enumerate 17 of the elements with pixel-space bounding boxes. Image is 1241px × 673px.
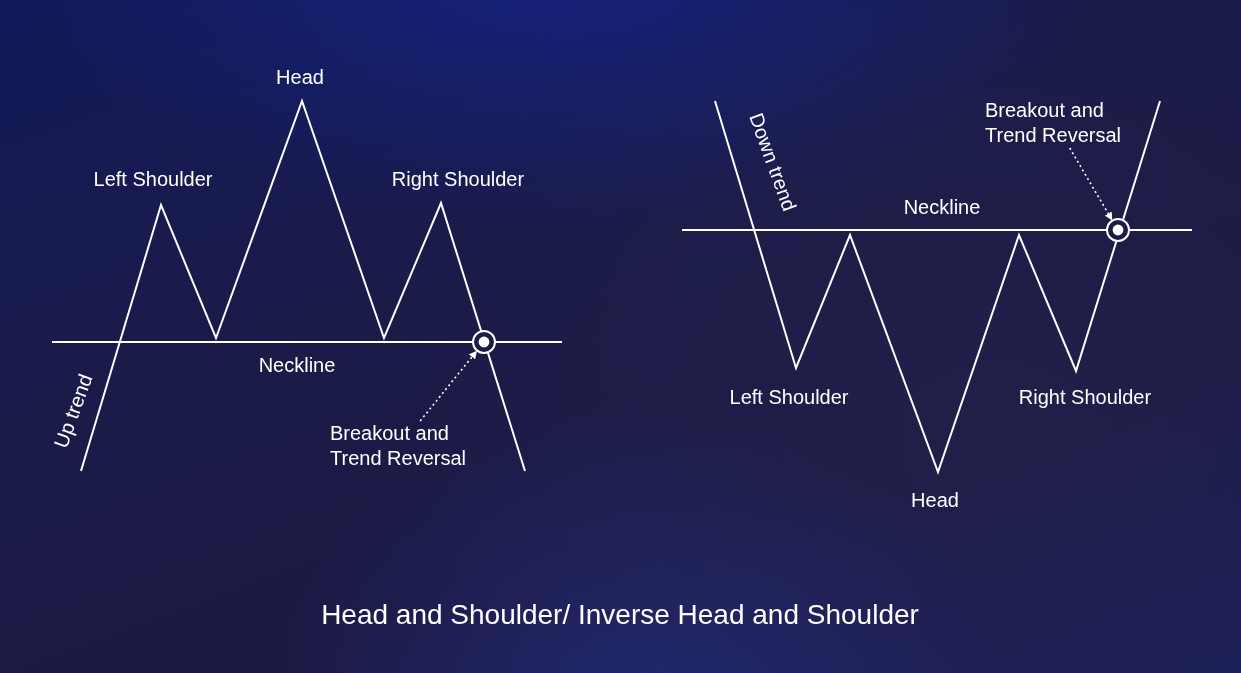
head-label: Head xyxy=(911,488,959,512)
shoulder-label: Right Shoulder xyxy=(391,167,525,191)
shoulder-label: Left Shoulder xyxy=(729,385,849,409)
annotation-text: Breakout and Trend Reversal xyxy=(985,98,1125,148)
neckline-label: Neckline xyxy=(903,195,981,219)
shoulder-label: Right Shoulder xyxy=(1018,385,1152,409)
head-label: Head xyxy=(276,65,324,89)
bullseye-marker-icon xyxy=(1105,217,1131,243)
shoulder-label: Left Shoulder xyxy=(93,167,213,191)
neckline-label: Neckline xyxy=(258,353,336,377)
caption: Head and Shoulder/ Inverse Head and Shoulder xyxy=(321,598,919,632)
leader-arrow xyxy=(419,350,478,422)
bullseye-marker-icon xyxy=(471,329,497,355)
annotation-text: Breakout and Trend Reversal xyxy=(330,421,470,471)
trend-label: Down trend xyxy=(744,109,802,215)
trend-label: Up trend xyxy=(48,370,98,452)
leader-arrow xyxy=(1068,147,1113,221)
